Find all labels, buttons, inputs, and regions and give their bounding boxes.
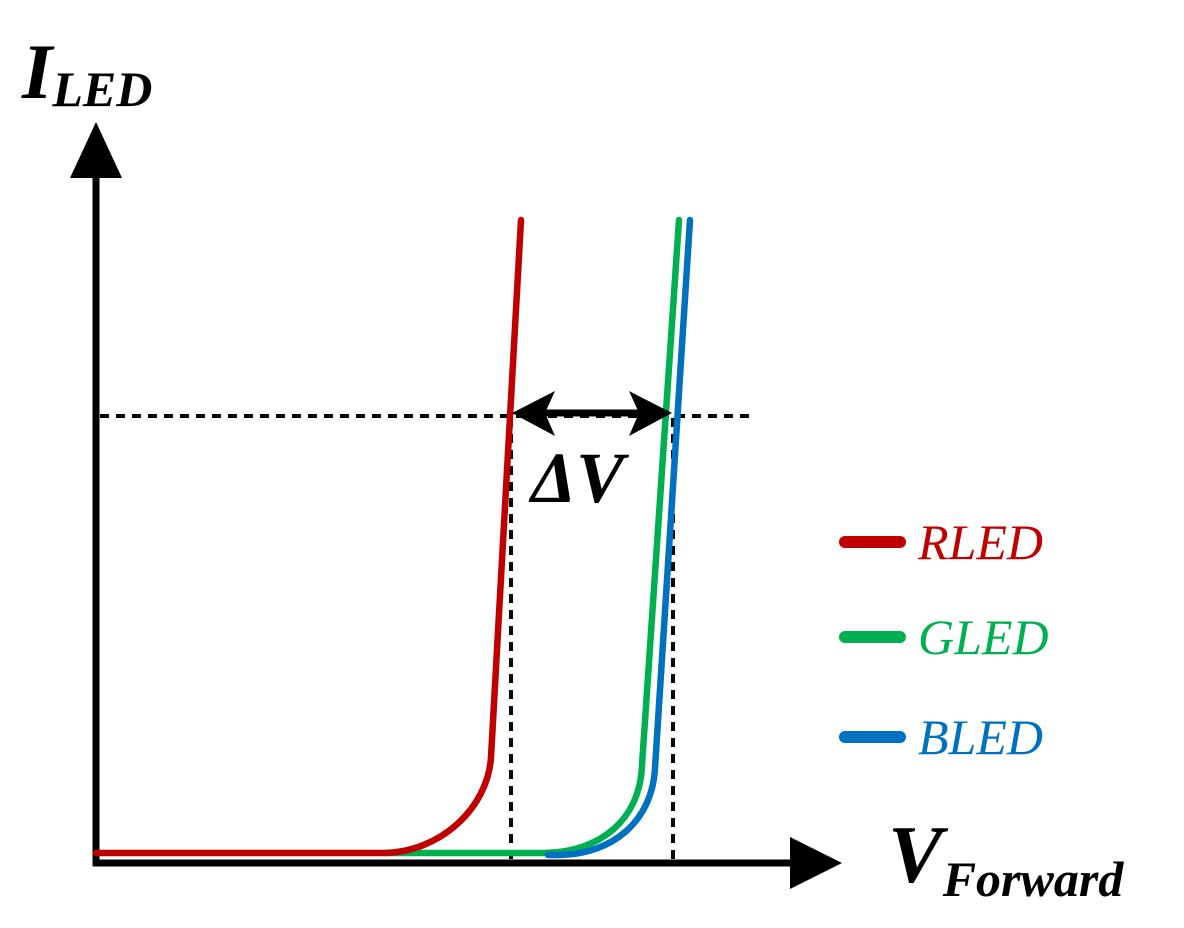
series-line-rled [92,216,525,857]
legend-label-rled: RLED [917,514,1043,570]
legend-item-rled: RLED [839,514,1043,570]
y-axis-title: ILED [21,28,152,117]
legend-item-gled: GLED [839,609,1049,665]
y-axis-title-main: I [21,28,55,115]
delta-symbol: Δ [528,438,576,518]
x-axis-title: VForward [888,809,1124,907]
delta-v-label: ΔV [528,438,629,518]
x-axis-title-sub: Forward [942,851,1125,907]
legend-item-bled: BLED [839,709,1043,765]
legend: RLED GLED BLED [839,514,1049,765]
y-axis-title-sub: LED [51,61,152,117]
series-line-gled [381,216,683,857]
legend-label-bled: BLED [918,709,1043,765]
x-axis-arrow-icon [790,837,842,889]
delta-variable: V [576,438,629,518]
series-line-bled [544,216,694,859]
y-axis-arrow-icon [70,122,122,178]
x-axis-title-main: V [888,809,949,900]
legend-label-gled: GLED [918,609,1049,665]
delta-v-arrow-right-icon [629,391,672,436]
delta-v-arrow-left-icon [512,391,555,436]
